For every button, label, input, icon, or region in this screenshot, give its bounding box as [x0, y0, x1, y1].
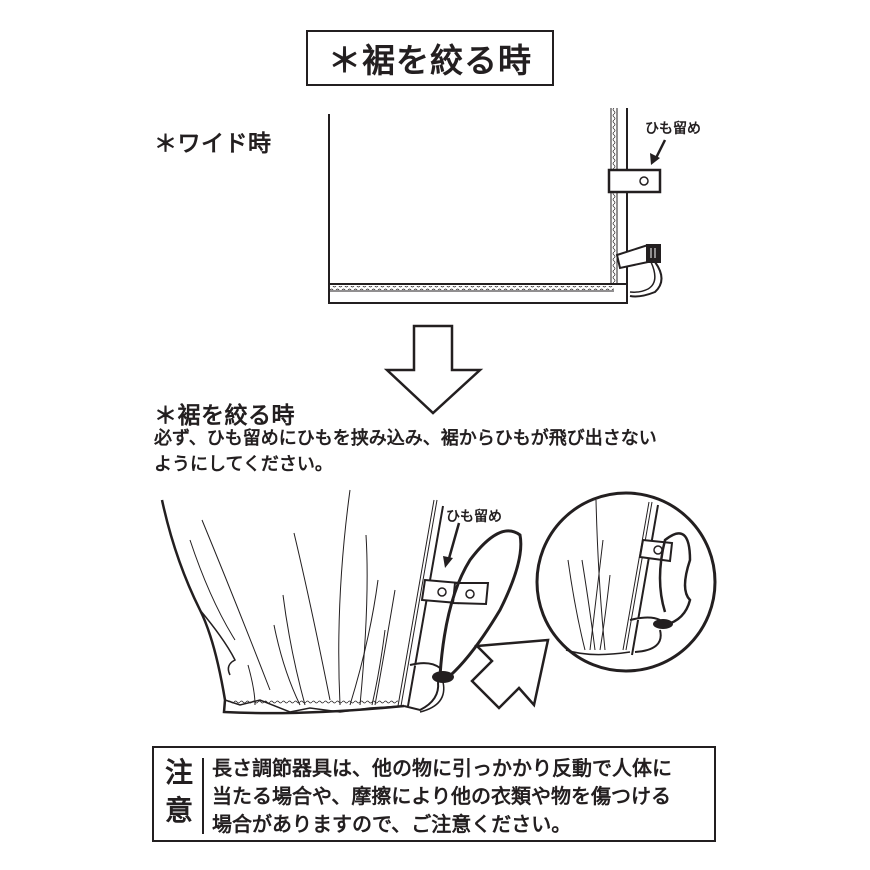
page-title-text: ＊裾を絞る時 — [328, 41, 532, 80]
page-title: ＊裾を絞る時 — [306, 30, 554, 86]
caution-text: 長さ調節器具は、他の物に引っかかり反動で人体に 当たる場合や、摩擦により他の衣類… — [212, 754, 672, 838]
caution-line-3: 場合がありますので、ご注意ください。 — [212, 812, 572, 836]
caution-label: 注 意 — [162, 754, 196, 830]
caution-divider — [202, 758, 204, 834]
wide-heading: ＊ワイド時 — [154, 131, 272, 157]
caution-line-2: 当たる場合や、摩擦により他の衣類や物を傷つける — [212, 784, 671, 808]
tie-label-narrow: ひも留め — [446, 509, 502, 525]
caution-label-line-1: 注 — [164, 756, 193, 789]
up-right-arrow-icon — [470, 638, 550, 710]
narrow-heading: ＊裾を絞る時 — [154, 403, 295, 429]
down-arrow-icon — [383, 324, 484, 415]
detail-circle — [535, 491, 717, 673]
instruction-line-1: 必ず、ひも留めにひもを挟み込み、裾からひもが飛び出さない — [154, 428, 657, 449]
caution-line-1: 長さ調節器具は、他の物に引っかかり反動で人体に — [212, 756, 672, 780]
gathered-curtain — [160, 489, 444, 715]
instruction-line-2: ようにしてください。 — [154, 454, 333, 475]
caution-label-line-2: 意 — [164, 794, 193, 827]
tie-label-wide: ひも留め — [645, 121, 701, 137]
caution-box: 注 意 長さ調節器具は、他の物に引っかかり反動で人体に 当たる場合や、摩擦により… — [152, 746, 716, 842]
